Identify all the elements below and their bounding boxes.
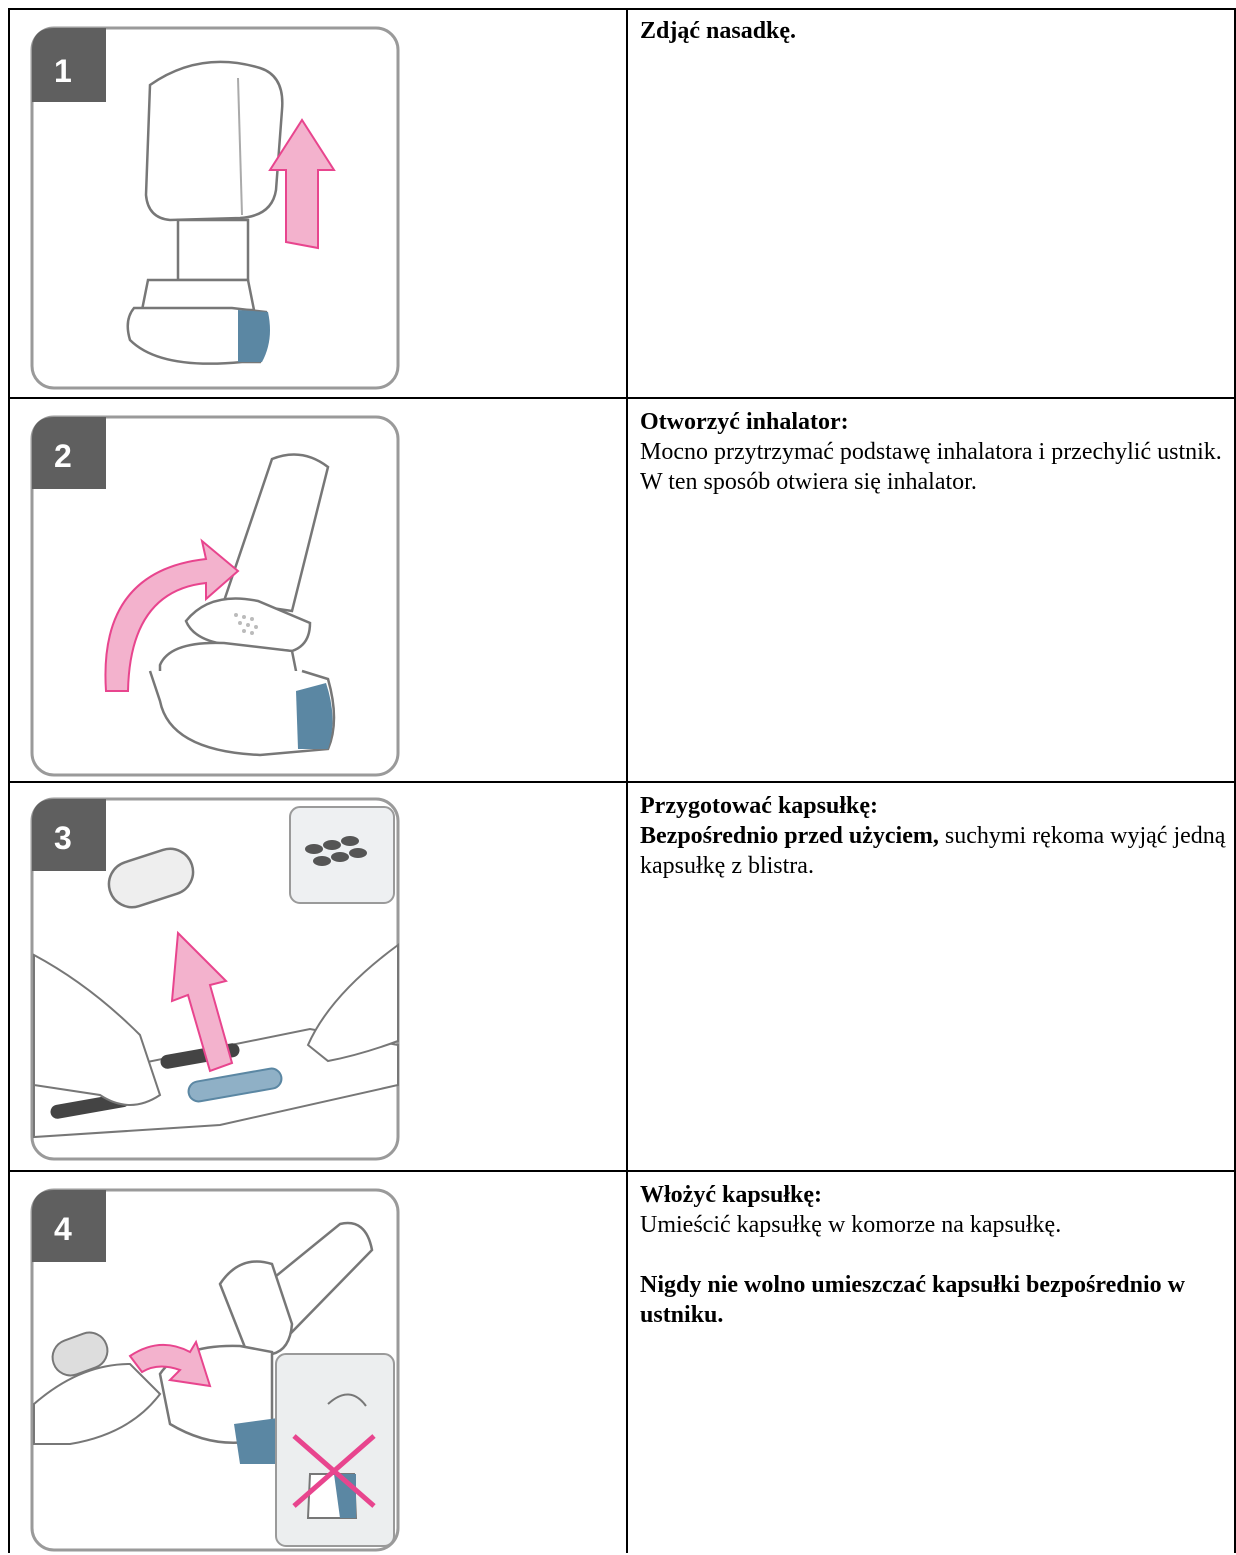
step-1-illustration: 1 bbox=[10, 10, 626, 397]
step-number: 1 bbox=[54, 53, 72, 89]
step-1-text: Zdjąć nasadkę. bbox=[640, 16, 1230, 46]
step-4-illustration: 4 bbox=[10, 1174, 626, 1555]
step-number: 2 bbox=[54, 438, 72, 474]
step-body: Bezpośrednio przed użyciem, suchymi ręko… bbox=[640, 821, 1230, 881]
step-body: Mocno przytrzymać podstawę inhalatora i … bbox=[640, 437, 1230, 497]
step-2-text: Otworzyć inhalator: Mocno przytrzymać po… bbox=[640, 407, 1230, 497]
step-number: 3 bbox=[54, 820, 72, 856]
step-heading: Przygotować kapsułkę: bbox=[640, 791, 1230, 821]
step-3-illustration: 3 bbox=[10, 785, 626, 1170]
step-row-2: 2 Otworzyć inhalator: Mocno przytrzymać … bbox=[8, 399, 1236, 781]
step-row-4: 4 Włożyć kapsułkę: bbox=[8, 1172, 1236, 1553]
step-body: Umieścić kapsułkę w komorze na kapsułkę. bbox=[640, 1210, 1230, 1240]
step-row-3: 3 Przygotować kapsułkę: Bezpośrednio prz… bbox=[8, 783, 1236, 1170]
step-heading: Włożyć kapsułkę: bbox=[640, 1180, 1230, 1210]
step-number: 4 bbox=[54, 1211, 72, 1247]
step-3-text: Przygotować kapsułkę: Bezpośrednio przed… bbox=[640, 791, 1230, 881]
step-row-1: 1 Zdjąć nasadkę. bbox=[8, 8, 1236, 397]
step-heading: Zdjąć nasadkę. bbox=[640, 16, 1230, 46]
step-heading: Otworzyć inhalator: bbox=[640, 407, 1230, 437]
instruction-table: 1 Zdjąć nasadkę. 2 bbox=[8, 8, 1236, 1553]
step-4-text: Włożyć kapsułkę: Umieścić kapsułkę w kom… bbox=[640, 1180, 1230, 1330]
step-warning: Nigdy nie wolno umieszczać kapsułki bezp… bbox=[640, 1270, 1230, 1330]
step-2-illustration: 2 bbox=[10, 401, 626, 781]
step-body-emphasis: Bezpośrednio przed użyciem, bbox=[640, 823, 939, 849]
